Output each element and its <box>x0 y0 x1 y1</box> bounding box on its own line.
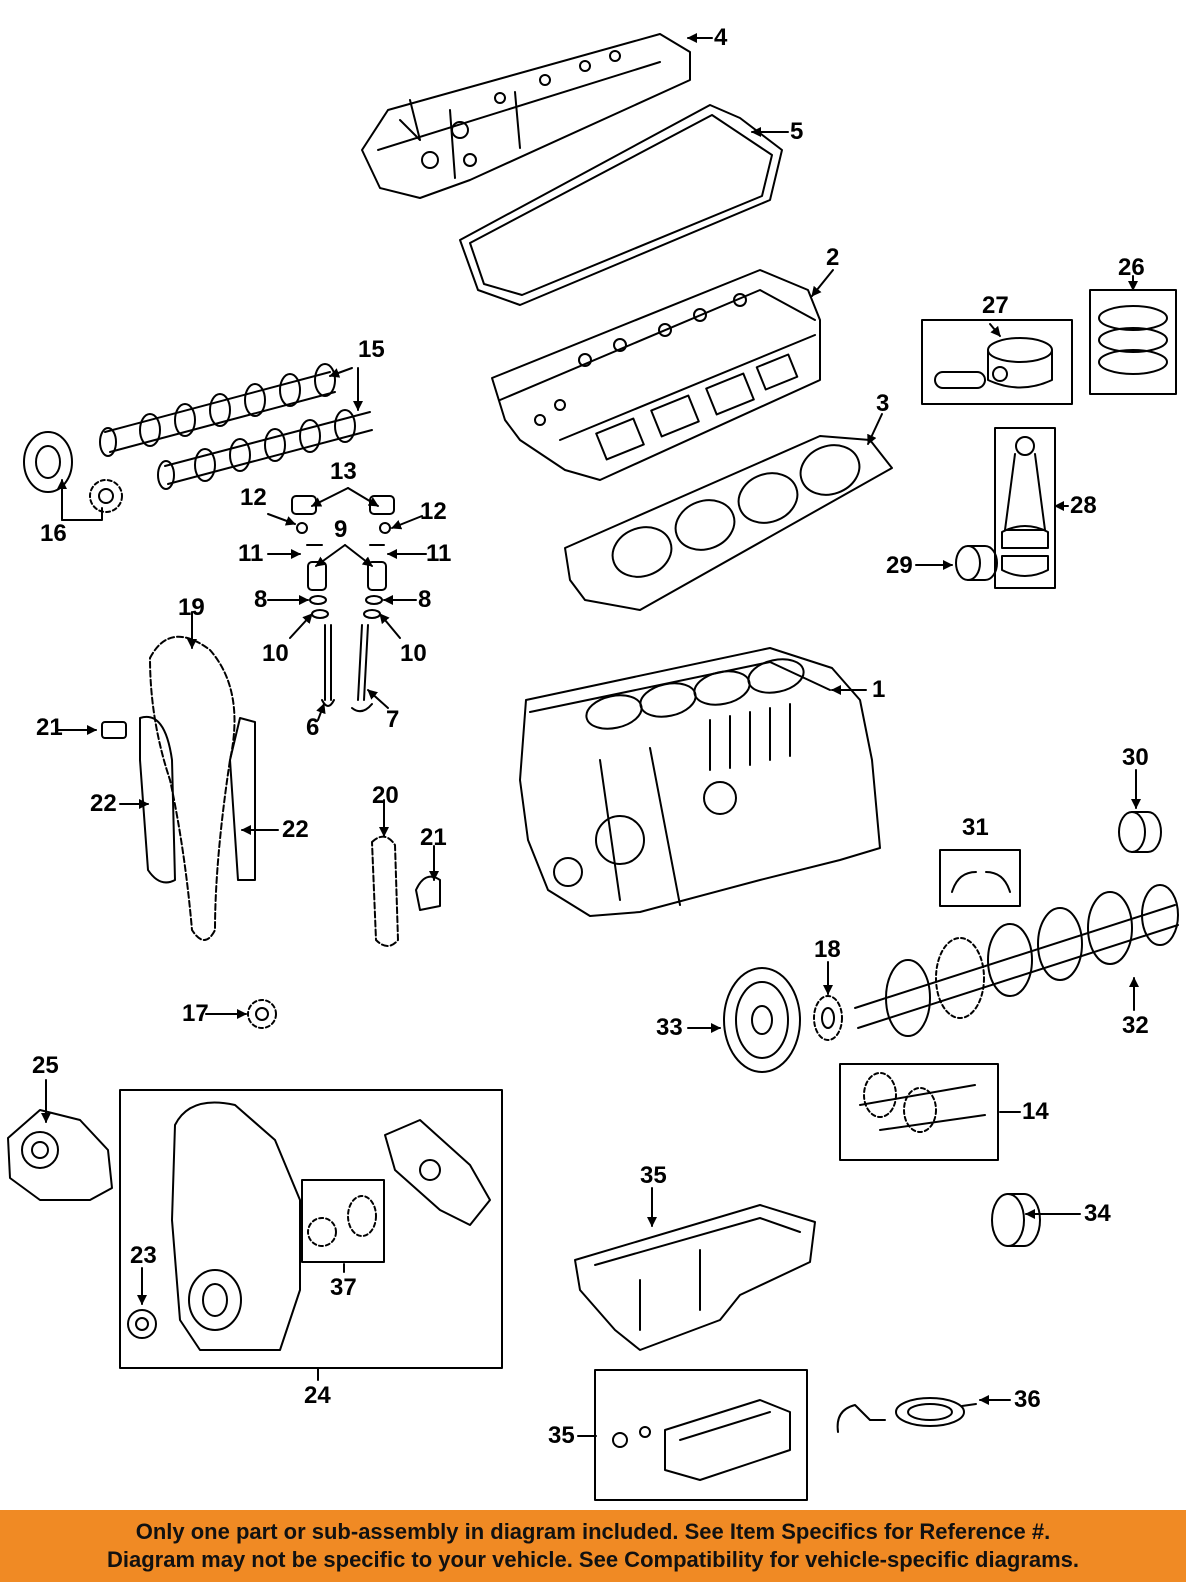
callout-25: 25 <box>32 1052 59 1079</box>
callout-36: 36 <box>1014 1386 1041 1413</box>
callout-4: 4 <box>714 24 728 51</box>
callout-19: 19 <box>178 594 205 621</box>
disclaimer-line-1: Only one part or sub-assembly in diagram… <box>135 1519 1051 1544</box>
head-gasket-part <box>564 435 893 611</box>
chain-guide-part <box>139 715 256 884</box>
callout-16: 16 <box>40 520 67 547</box>
bushing-part <box>955 545 998 581</box>
crank-pulley-part <box>723 967 801 1073</box>
callout-12b: 12 <box>420 498 447 525</box>
seal-part <box>1118 811 1162 853</box>
valve-cover-gasket-part <box>459 104 783 306</box>
callout-10a: 10 <box>262 640 289 667</box>
valve-cover-part <box>361 33 691 199</box>
callout-5: 5 <box>790 118 804 145</box>
callout-24: 24 <box>304 1382 331 1409</box>
callout-35b: 35 <box>548 1422 575 1449</box>
rear-seal-part <box>991 1193 1041 1247</box>
disclaimer-line-2: Diagram may not be specific to your vehi… <box>107 1547 1079 1572</box>
callout-1: 1 <box>872 676 886 703</box>
chain-tensioner-part <box>101 721 441 911</box>
camshaft-part <box>99 363 373 490</box>
disclaimer-banner: Only one part or sub-assembly in diagram… <box>0 1510 1186 1582</box>
callout-2: 2 <box>826 244 840 271</box>
callout-12a: 12 <box>240 484 267 511</box>
callout-11a: 11 <box>238 540 264 567</box>
callout-28: 28 <box>1070 492 1097 519</box>
callout-21a: 21 <box>36 714 63 741</box>
callout-10b: 10 <box>400 640 427 667</box>
callout-8b: 8 <box>418 586 432 613</box>
callout-7: 7 <box>386 706 400 733</box>
callout-22b: 22 <box>282 816 309 843</box>
oil-pan-lower-part <box>594 1369 808 1501</box>
callout-6: 6 <box>306 714 320 741</box>
callout-8a: 8 <box>254 586 268 613</box>
callout-21b: 21 <box>420 824 447 851</box>
oil-pickup-part <box>836 1397 977 1433</box>
cylinder-head-part <box>491 269 821 481</box>
piston-part <box>921 319 1073 405</box>
water-pump-part <box>7 1109 113 1201</box>
callout-27: 27 <box>982 292 1009 319</box>
callout-31: 31 <box>962 814 989 841</box>
callout-20: 20 <box>372 782 399 809</box>
callout-14: 14 <box>1022 1098 1049 1125</box>
engine-block-part <box>519 647 881 917</box>
callout-11b: 11 <box>426 540 452 567</box>
callout-18: 18 <box>814 936 841 963</box>
callout-23: 23 <box>130 1242 157 1269</box>
callout-22a: 22 <box>90 790 117 817</box>
crankshaft-part <box>854 884 1179 1037</box>
timing-sprocket-part <box>23 431 123 513</box>
timing-chain-part <box>149 635 236 941</box>
connecting-rod-part <box>994 427 1056 589</box>
callout-15: 15 <box>358 336 385 363</box>
leader-lines <box>41 33 1141 1437</box>
engine-parts-diagram <box>7 33 1179 1501</box>
balance-shaft-part <box>839 1063 999 1161</box>
callout-32: 32 <box>1122 1012 1149 1039</box>
callout-29: 29 <box>886 552 913 579</box>
callout-17: 17 <box>182 1000 209 1027</box>
callout-26: 26 <box>1118 254 1145 281</box>
callout-33: 33 <box>656 1014 683 1041</box>
callout-35a: 35 <box>640 1162 667 1189</box>
oil-pump-chain-part <box>371 835 399 947</box>
callout-34: 34 <box>1084 1200 1111 1227</box>
callout-3: 3 <box>876 390 890 417</box>
timing-cover-part <box>119 1089 503 1369</box>
callout-37: 37 <box>330 1274 357 1301</box>
front-seal-part <box>127 1309 157 1339</box>
crank-sprocket-part <box>247 999 277 1029</box>
callout-30: 30 <box>1122 744 1149 771</box>
crank-gear-part <box>813 995 843 1041</box>
main-bearings-part <box>939 849 1021 907</box>
piston-rings-part <box>1089 289 1177 395</box>
callout-13: 13 <box>330 458 357 485</box>
oil-pan-part <box>574 1204 816 1351</box>
callout-9: 9 <box>334 516 348 543</box>
valve-part <box>321 624 373 713</box>
oil-pump-part <box>301 1179 385 1263</box>
